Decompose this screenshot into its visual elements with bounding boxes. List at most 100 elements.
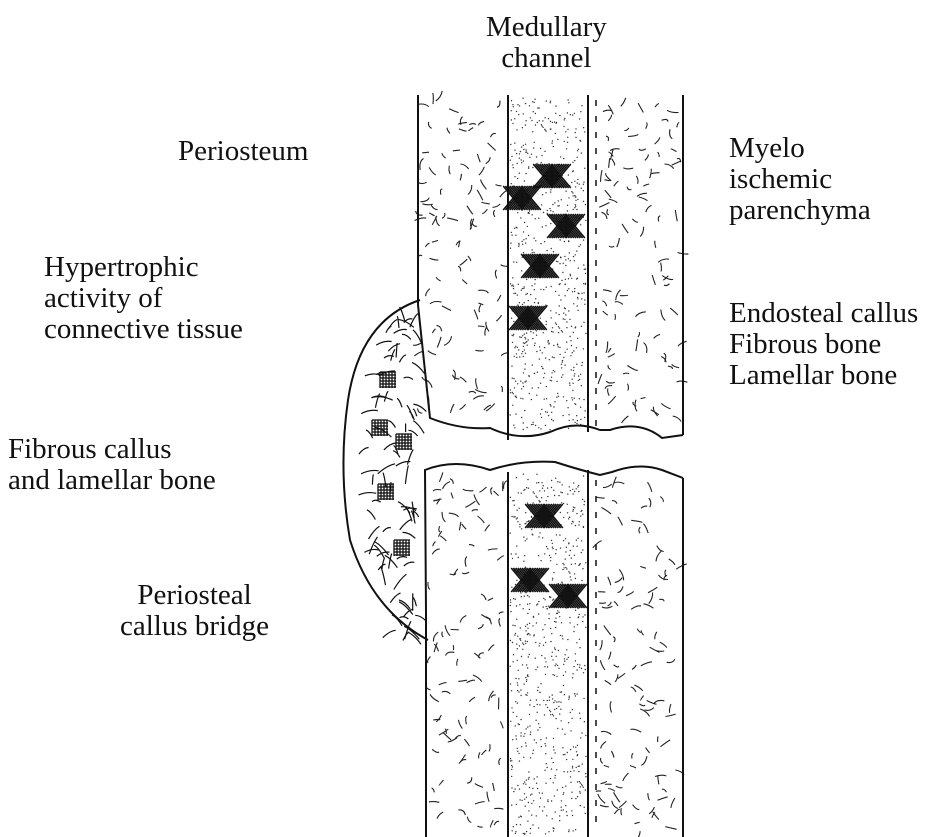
cortex-squiggle bbox=[641, 662, 652, 666]
marrow-dot bbox=[540, 797, 541, 798]
marrow-dot bbox=[546, 324, 547, 325]
marrow-dot bbox=[553, 746, 554, 747]
marrow-dot bbox=[541, 655, 542, 656]
callus-fiber bbox=[383, 630, 396, 637]
marrow-dot bbox=[555, 312, 556, 313]
marrow-dot bbox=[513, 286, 514, 287]
marrow-dot bbox=[559, 616, 560, 617]
marrow-dot bbox=[528, 521, 529, 522]
marrow-dot bbox=[575, 200, 576, 201]
marrow-dot bbox=[545, 425, 546, 426]
marrow-dot bbox=[522, 398, 523, 399]
marrow-dot bbox=[574, 693, 575, 694]
marrow-dot bbox=[576, 767, 577, 768]
marrow-dot bbox=[561, 622, 562, 623]
marrow-dot bbox=[546, 398, 547, 399]
marrow-dot bbox=[562, 569, 563, 570]
marrow-dot bbox=[527, 153, 528, 154]
marrow-dot bbox=[559, 482, 560, 483]
marrow-dot bbox=[526, 151, 527, 152]
marrow-dot bbox=[546, 763, 547, 764]
marrow-dot bbox=[511, 516, 512, 517]
marrow-dot bbox=[538, 827, 539, 828]
marrow-dot bbox=[544, 637, 545, 638]
marrow-dot bbox=[562, 492, 563, 493]
marrow-dot bbox=[511, 318, 512, 319]
marrow-dot bbox=[510, 721, 511, 722]
cortex-squiggle bbox=[465, 557, 467, 567]
marrow-dot bbox=[510, 666, 511, 667]
cortex-squiggle bbox=[645, 155, 649, 161]
cortex-squiggle bbox=[612, 801, 618, 809]
callus-fiber bbox=[361, 410, 378, 413]
cortex-squiggle bbox=[672, 364, 680, 367]
marrow-dot bbox=[533, 616, 534, 617]
marrow-dot bbox=[529, 157, 530, 158]
cortex-squiggle bbox=[467, 817, 471, 823]
marrow-dot bbox=[577, 796, 578, 797]
marrow-dot bbox=[568, 428, 569, 429]
marrow-dot bbox=[533, 491, 534, 492]
marrow-dot bbox=[538, 601, 539, 602]
cortex-squiggle bbox=[494, 808, 503, 809]
marrow-dot bbox=[524, 222, 525, 223]
marrow-dot bbox=[524, 180, 525, 181]
marrow-dot bbox=[524, 834, 525, 835]
cortex-squiggle bbox=[662, 119, 668, 121]
cortex-squiggle bbox=[433, 719, 440, 720]
cortex-squiggle bbox=[475, 389, 487, 392]
cortex-squiggle bbox=[655, 775, 666, 776]
cortex-squiggle bbox=[640, 227, 643, 237]
marrow-dot bbox=[548, 415, 549, 416]
marrow-dot bbox=[565, 558, 566, 559]
marrow-dot bbox=[555, 291, 556, 292]
marrow-dot bbox=[574, 373, 575, 374]
marrow-dot bbox=[572, 766, 573, 767]
marrow-dot bbox=[562, 360, 563, 361]
marrow-dot bbox=[542, 120, 543, 121]
marrow-dot bbox=[526, 681, 527, 682]
cortex-squiggle bbox=[636, 176, 638, 184]
marrow-dot bbox=[577, 664, 578, 665]
cortex-squiggle bbox=[437, 812, 443, 819]
marrow-dot bbox=[566, 400, 567, 401]
marrow-dot bbox=[560, 692, 561, 693]
marrow-dot bbox=[579, 639, 580, 640]
marrow-dot bbox=[547, 608, 548, 609]
marrow-dot bbox=[559, 263, 560, 264]
marrow-dot bbox=[532, 625, 533, 626]
cortex-squiggle bbox=[661, 740, 671, 747]
marrow-dot bbox=[577, 486, 578, 487]
cortex-squiggle bbox=[607, 209, 609, 215]
cortex-squiggle bbox=[652, 275, 655, 285]
marrow-dot bbox=[573, 631, 574, 632]
marrow-dot bbox=[516, 605, 517, 606]
cortex-squiggle bbox=[488, 143, 496, 151]
marrow-dot bbox=[523, 149, 524, 150]
marrow-dot bbox=[520, 381, 521, 382]
marrow-dot bbox=[548, 343, 549, 344]
cortex-squiggle bbox=[497, 101, 500, 108]
marrow-dot bbox=[573, 209, 574, 210]
marrow-dot bbox=[560, 635, 561, 636]
marrow-dot bbox=[523, 145, 524, 146]
marrow-dot bbox=[523, 474, 524, 475]
callus-fiber bbox=[399, 600, 410, 609]
marrow-dot bbox=[521, 337, 522, 338]
marrow-dot bbox=[544, 347, 545, 348]
marrow-dot bbox=[578, 766, 579, 767]
cortex-squiggle bbox=[432, 329, 435, 333]
marrow-dot bbox=[516, 153, 517, 154]
cortex-squiggle bbox=[469, 697, 475, 702]
cortex-squiggle bbox=[618, 673, 625, 678]
cortex-squiggle bbox=[658, 259, 669, 262]
marrow-dot bbox=[580, 782, 581, 783]
callus-fiber bbox=[393, 451, 400, 458]
marrow-dot bbox=[523, 608, 524, 609]
cortex-squiggle bbox=[415, 218, 427, 221]
marrow-dot bbox=[547, 341, 548, 342]
marrow-dot bbox=[577, 624, 578, 625]
marrow-dot bbox=[558, 706, 559, 707]
cortex-squiggle bbox=[618, 586, 623, 592]
marrow-dot bbox=[558, 295, 559, 296]
